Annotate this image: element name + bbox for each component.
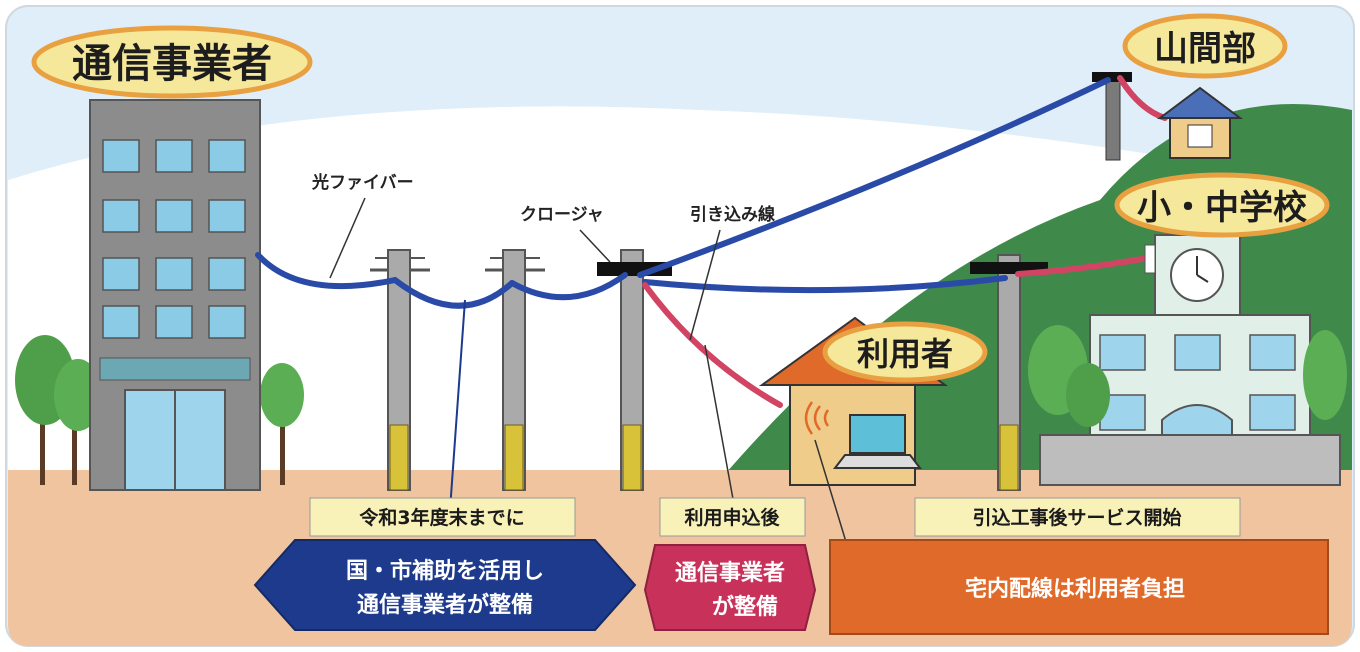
stage-2-line-1: 通信事業者 [675, 560, 785, 586]
clock-icon [1170, 248, 1224, 302]
stage-2-line-2: が整備 [712, 594, 778, 620]
stage-2: 利用申込後 通信事業者 が整備 [643, 497, 817, 631]
stage-1-line-1: 国・市補助を活用し [346, 558, 544, 584]
tree-icon [1028, 325, 1347, 427]
mountain-oval: 山間部 [1122, 13, 1288, 79]
stage-3: 引込工事後サービス開始 宅内配線は利用者負担 [829, 497, 1329, 635]
carrier-oval: 通信事業者 [31, 25, 313, 99]
stage-1-line-2: 通信事業者が整備 [357, 592, 533, 618]
school-icon [1039, 234, 1341, 486]
stage-3-title: 引込工事後サービス開始 [972, 506, 1181, 529]
school-label: 小・中学校 [1137, 188, 1307, 228]
tree-icon [260, 363, 304, 485]
utility-pole-icon [970, 254, 1048, 491]
stage-1-title: 令和3年度末までに [359, 506, 524, 529]
stage-2-title: 利用申込後 [684, 506, 780, 529]
laptop-icon [832, 414, 923, 469]
wifi-icon [804, 401, 830, 435]
dropline-callout: 引き込み線 [690, 204, 775, 225]
mountain-label: 山間部 [1154, 29, 1256, 69]
house-icon [1157, 86, 1243, 159]
utility-pole-icon [485, 249, 545, 491]
stage-1: 令和3年度末までに 国・市補助を活用し 通信事業者が整備 [253, 497, 637, 631]
stage-3-line-1: 宅内配線は利用者負担 [965, 576, 1185, 602]
school-oval: 小・中学校 [1114, 172, 1330, 238]
user-label: 利用者 [857, 335, 953, 373]
utility-pole-icon [1092, 72, 1132, 161]
utility-pole-icon [370, 249, 430, 491]
fiber-cable [255, 77, 1111, 309]
fiber-callout: 光ファイバー [311, 172, 414, 193]
building-icon [89, 99, 261, 491]
closure-callout: クロージャ [520, 205, 604, 225]
carrier-label: 通信事業者 [72, 41, 272, 87]
user-oval: 利用者 [822, 321, 988, 383]
